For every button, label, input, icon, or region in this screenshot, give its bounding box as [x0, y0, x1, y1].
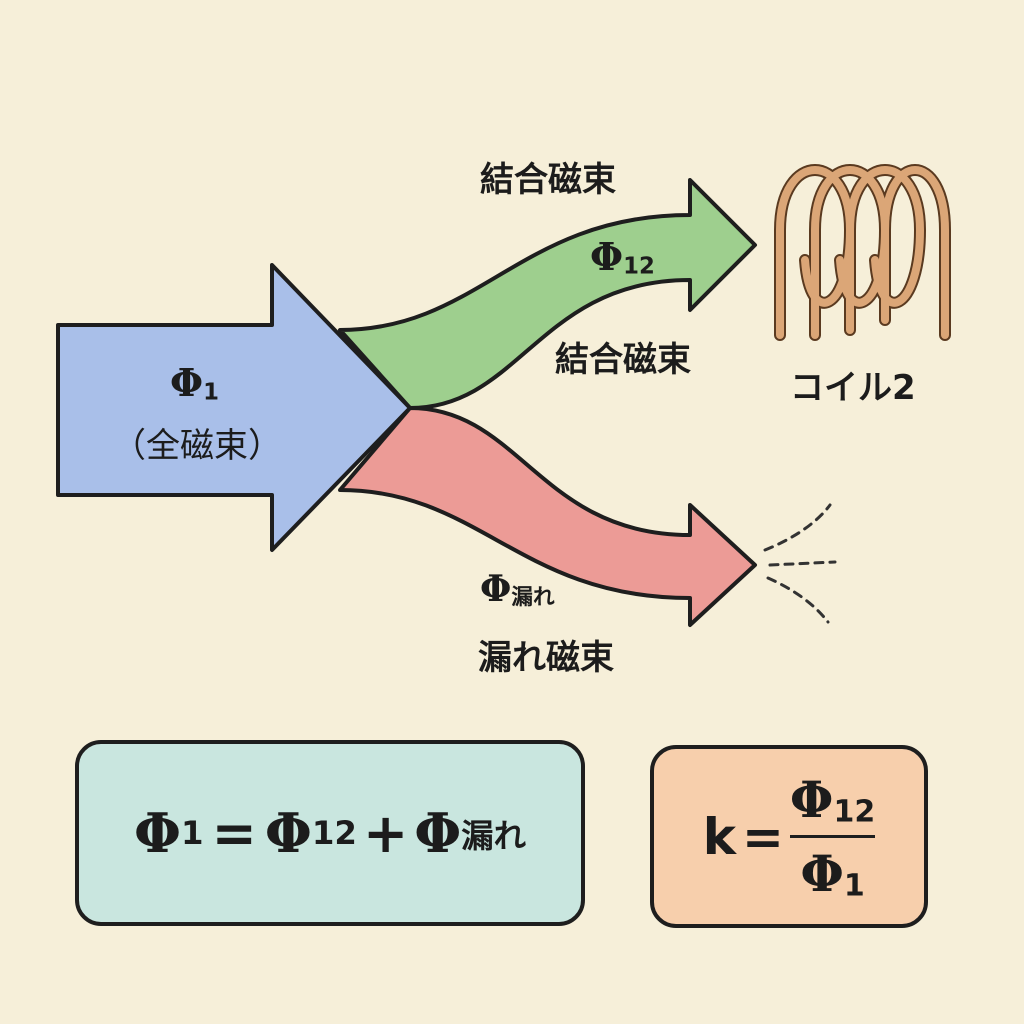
eq-lhs-sub: 1: [181, 814, 204, 852]
dispersion-dashes-icon: [763, 503, 837, 624]
ratio-numerator: Φ12: [789, 769, 876, 830]
total-flux-label: （全磁束）: [112, 426, 282, 466]
ratio-equals: =: [742, 807, 784, 866]
eq-plus: +: [362, 801, 409, 865]
coupled-flux-arrow: [338, 178, 757, 410]
eq-term1-sub: 12: [311, 814, 357, 852]
coupling-coefficient-box: k = Φ12 Φ1: [650, 745, 928, 928]
coupled-flux-label-top: 結合磁束: [480, 160, 616, 200]
eq-term2-sub: 漏れ: [461, 816, 527, 855]
coil-label: コイル2: [790, 368, 916, 408]
eq-lhs: Φ: [133, 801, 182, 865]
eq-term1: Φ: [264, 801, 312, 865]
coupled-flux-symbol: Φ12: [590, 234, 655, 280]
ratio-denominator: Φ1: [800, 844, 865, 904]
eq-term2: Φ: [414, 801, 462, 865]
ratio-fraction: Φ12 Φ1: [789, 769, 876, 904]
total-flux-symbol: Φ1: [170, 360, 219, 406]
eq-equals: =: [211, 801, 257, 865]
coil-icon: [774, 164, 951, 341]
leak-flux-label: 漏れ磁束: [478, 638, 614, 678]
total-flux-arrow: [56, 263, 412, 552]
ratio-k: k: [702, 807, 737, 866]
coupled-flux-label-bottom: 結合磁束: [555, 340, 691, 380]
fraction-bar: [789, 835, 876, 838]
leakage-flux-arrow: [338, 406, 757, 627]
leak-flux-symbol: Φ漏れ: [480, 568, 555, 611]
